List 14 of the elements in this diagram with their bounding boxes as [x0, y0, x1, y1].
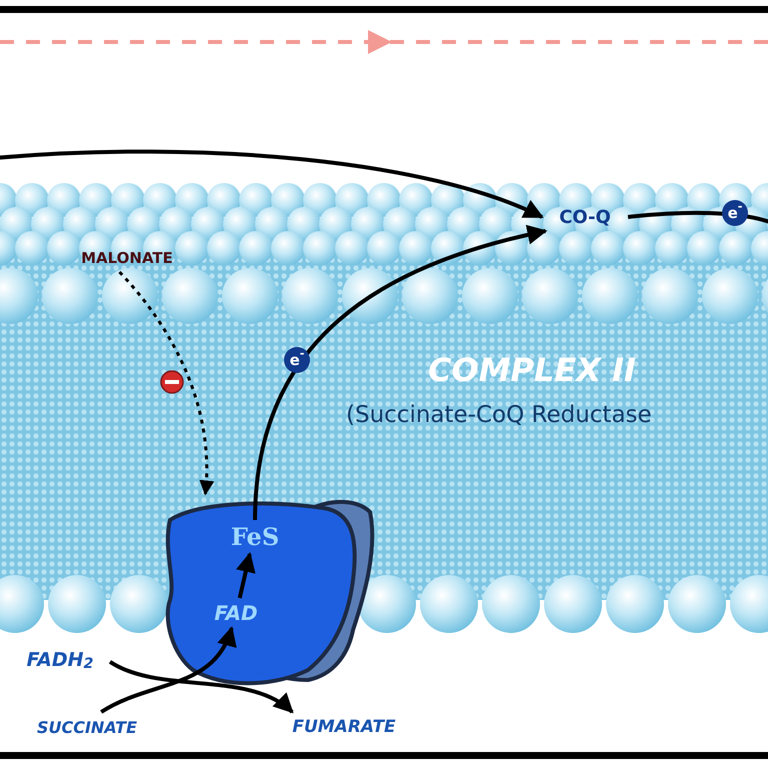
complex-title: COMPLEX II	[428, 350, 636, 391]
complex-subtitle: (Succinate-CoQ Reductase	[346, 401, 652, 430]
node-label: FADH$_{2}$	[26, 648, 94, 674]
node-label: FUMARATE	[291, 716, 397, 740]
node-label: CO-Q	[558, 206, 612, 230]
node-label: FAD	[213, 600, 259, 627]
node-label: FeS	[230, 521, 280, 553]
node-label: MALONATE	[80, 248, 174, 269]
arrow	[100, 626, 235, 714]
arrow	[236, 552, 256, 598]
arrow	[109, 660, 294, 714]
arrow	[253, 225, 548, 520]
node-label: SUCCINATE	[36, 717, 138, 739]
arrow	[0, 150, 544, 219]
